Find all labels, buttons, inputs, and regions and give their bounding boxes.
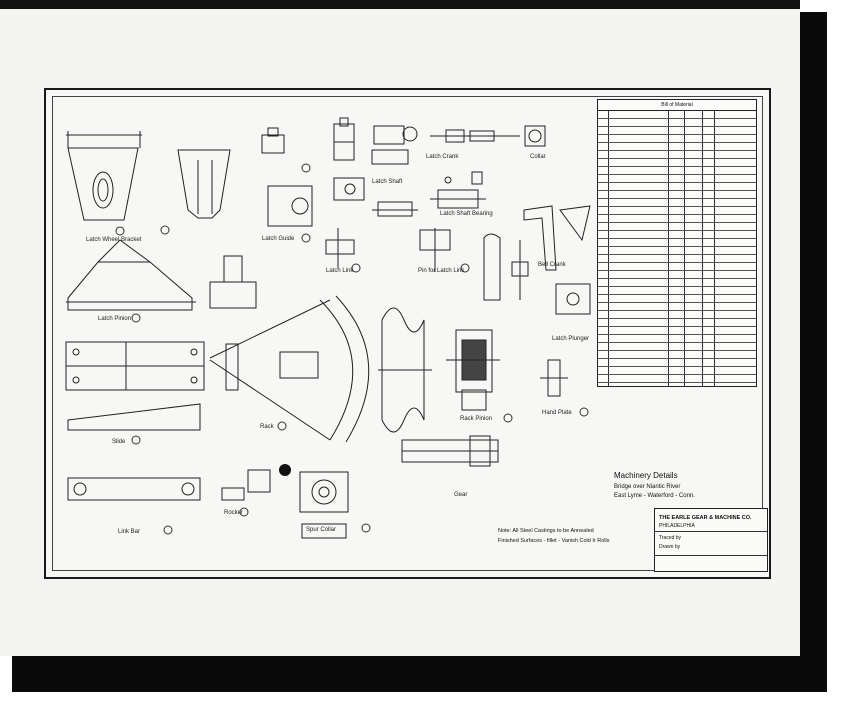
bom-row [598, 374, 756, 383]
label-latch-shaft-bearing: Latch Shaft Bearing [440, 211, 493, 217]
bom-col-divider [714, 110, 715, 386]
bom-row [598, 166, 756, 175]
label-latch-crank: Latch Crank [426, 154, 459, 160]
bracket-drawing [66, 131, 231, 221]
drawing-subtitle: Bridge over Niantic River [614, 484, 680, 490]
bom-row [598, 238, 756, 247]
label-pin-latch-link: Pin for Latch Link [418, 268, 465, 274]
bom-row [598, 158, 756, 167]
label-latch-shaft: Latch Shaft [372, 179, 403, 185]
label-rocker: Rocker [224, 510, 243, 516]
bill-of-material-table: Bill of Material [597, 99, 757, 387]
company-city: PHILADELPHIA [659, 523, 695, 529]
drawing-location: East Lyme - Waterford - Conn. [614, 493, 695, 499]
drawing-title: Machinery Details [614, 471, 678, 480]
bom-row [598, 326, 756, 335]
bom-row [598, 350, 756, 359]
bom-row [598, 150, 756, 159]
bom-row [598, 222, 756, 231]
bom-row [598, 278, 756, 287]
bom-row [598, 310, 756, 319]
bom-row [598, 334, 756, 343]
bom-row [598, 190, 756, 199]
bom-row [598, 214, 756, 223]
label-collar: Collar [530, 154, 546, 160]
title-block-divider [655, 531, 767, 532]
bom-row [598, 134, 756, 143]
bom-row [598, 286, 756, 295]
bom-row [598, 358, 756, 367]
sheet-inner-border [52, 96, 763, 571]
label-latch-pinion: Latch Pinion [98, 316, 131, 322]
bom-col-divider [702, 110, 703, 386]
drawing-note-1: Note: All Steel Castings to be Annealed [498, 528, 594, 534]
bom-row [598, 262, 756, 271]
label-hand-plate: Hand Plate [542, 410, 572, 416]
bom-row [598, 206, 756, 215]
label-slide: Slide [112, 439, 126, 445]
label-bracket: Latch Wheel Bracket [86, 237, 142, 243]
label-rack: Rack [260, 424, 275, 430]
title-block: THE EARLE GEAR & MACHINE CO. PHILADELPHI… [654, 508, 768, 572]
bom-row [598, 198, 756, 207]
bom-col-divider [608, 110, 609, 386]
company-name: THE EARLE GEAR & MACHINE CO. [659, 515, 752, 521]
bom-row [598, 246, 756, 255]
bom-col-divider [668, 110, 669, 386]
label-rack-pinion: Rack Pinion [460, 416, 492, 422]
label-bell-crank: Bell Crank [538, 262, 567, 268]
drawn-by: Drawn by [659, 544, 681, 550]
bom-heading: Bill of Material [598, 100, 756, 111]
label-link-bar: Link Bar [118, 529, 140, 535]
label-latch-link: Latch Link [326, 268, 354, 274]
title-block-divider [655, 555, 767, 556]
bom-row [598, 118, 756, 127]
label-spur-collar: Spur Collar [306, 527, 336, 533]
traced-by: Traced by [659, 535, 682, 541]
label-latch-guide: Latch Guide [262, 236, 295, 242]
bom-row [598, 342, 756, 351]
bom-row [598, 302, 756, 311]
ink-blot [279, 464, 291, 476]
bom-row [598, 366, 756, 375]
bom-row [598, 142, 756, 151]
bom-row [598, 294, 756, 303]
bom-row [598, 318, 756, 327]
bom-row [598, 230, 756, 239]
bom-col-divider [684, 110, 685, 386]
bom-row [598, 174, 756, 183]
bom-row [598, 110, 756, 119]
bom-row [598, 126, 756, 135]
bom-row [598, 182, 756, 191]
bom-row [598, 254, 756, 263]
label-gear: Gear [454, 492, 467, 498]
bom-row [598, 270, 756, 279]
drawing-note-2: Finished Surfaces - fillet - Vanish Cold… [498, 538, 610, 544]
label-latch-plunger: Latch Plunger [552, 336, 589, 342]
